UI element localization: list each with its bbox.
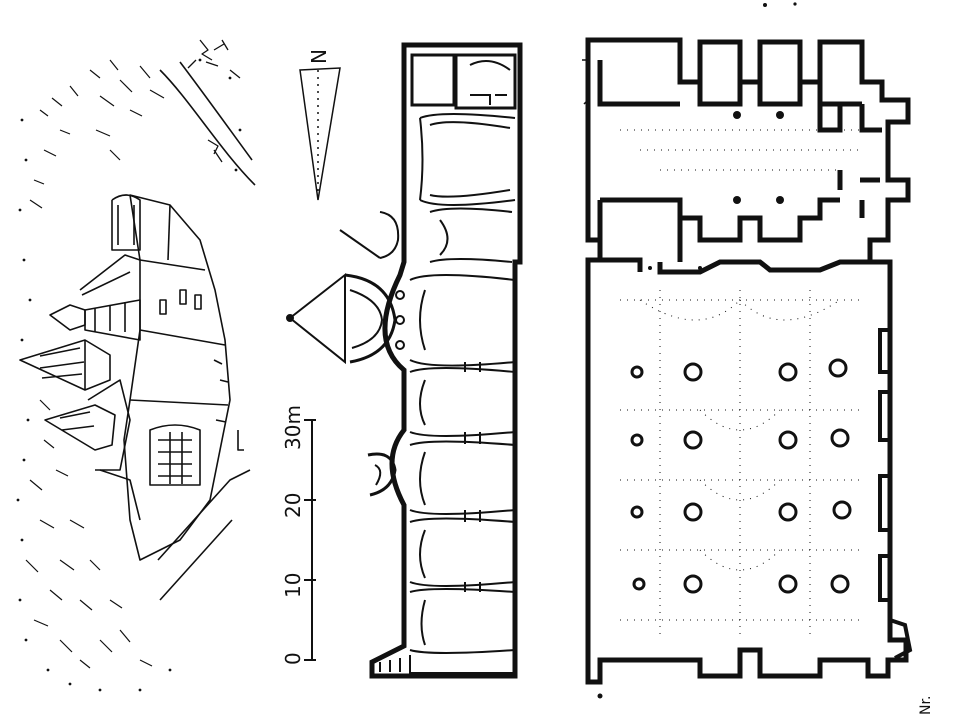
- longitudinal-section: [286, 42, 523, 679]
- scale-tick-10: 10: [281, 573, 305, 598]
- plan-inner-walls: [588, 60, 882, 275]
- stipple-dots: [16, 58, 242, 692]
- stray-dot: [597, 693, 603, 699]
- gable-roof: [288, 272, 346, 365]
- plan-small-supports: [648, 111, 784, 270]
- scale-tick-20: 20: [281, 493, 305, 518]
- upper-chamber: [410, 53, 456, 107]
- road-line: [159, 69, 256, 186]
- portal-arch: [111, 194, 141, 251]
- scale-tick-30m: 30m: [281, 405, 305, 450]
- corner-mark: Nr.: [918, 696, 934, 715]
- scale-bar: 0 10 20 30m: [281, 405, 316, 665]
- arched-window: [149, 424, 201, 486]
- nave-arches: [409, 113, 516, 654]
- pyramid-roof-small: [44, 404, 116, 451]
- plan-vault-dotted: [620, 129, 880, 640]
- ground-plan: [582, 37, 913, 685]
- plan-piers: [630, 358, 852, 594]
- tree-cluster: [187, 39, 241, 163]
- north-arrow: N: [299, 49, 341, 201]
- north-label: N: [306, 49, 330, 64]
- plan-side-niches: [878, 328, 913, 660]
- church-body: [111, 194, 244, 561]
- scale-tick-0: 0: [281, 652, 305, 665]
- section-outline: [369, 42, 523, 679]
- bell-tower: [49, 254, 141, 521]
- plan-outer-wall: [585, 37, 911, 685]
- rocky-terrain: [25, 59, 165, 669]
- perspective-sketch: [16, 39, 256, 692]
- pyramid-roof-large: [19, 339, 111, 391]
